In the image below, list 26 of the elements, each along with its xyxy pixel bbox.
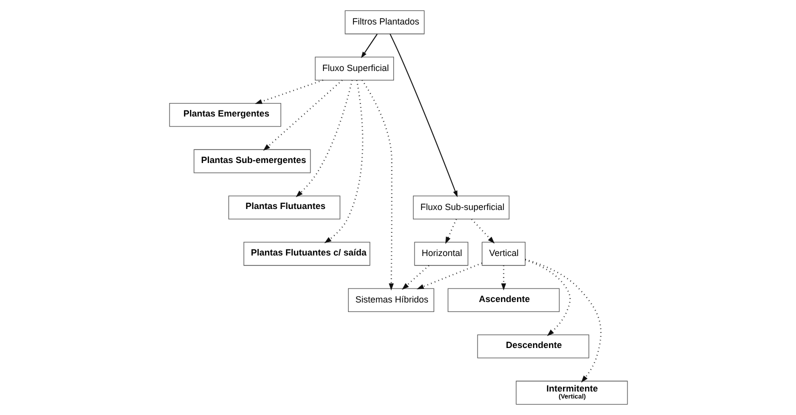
node-box: Horizontal [414, 242, 468, 266]
node-box: Filtros Plantados [344, 10, 424, 34]
arrow [360, 34, 378, 58]
arrow [401, 265, 429, 290]
arrow [500, 266, 506, 290]
node-box: Plantas Sub-emergentes [193, 149, 310, 174]
node-box: Fluxo Superficial [314, 56, 394, 80]
arrow [444, 219, 456, 244]
arrow [361, 80, 394, 290]
arrow [324, 80, 363, 244]
arrow [416, 262, 482, 290]
arrow [524, 258, 602, 383]
node-box: Ascendente [447, 288, 560, 312]
node-box: Plantas Flutuantes [228, 196, 340, 220]
node-box: Fluxo Sub-superficial [412, 196, 509, 220]
arrow [262, 80, 342, 151]
arrow [524, 259, 570, 336]
arrow [470, 218, 494, 244]
node-box: Plantas Emergentes [168, 103, 281, 127]
node-box: Sistemas Híbridos [348, 288, 434, 312]
arrow [295, 80, 352, 198]
arrow [254, 80, 323, 104]
arrow [389, 33, 458, 198]
node-box: Plantas Flutuantes c/ saída [243, 242, 370, 266]
node-box: Vertical [481, 242, 525, 266]
node-box: Descendente [476, 334, 589, 358]
